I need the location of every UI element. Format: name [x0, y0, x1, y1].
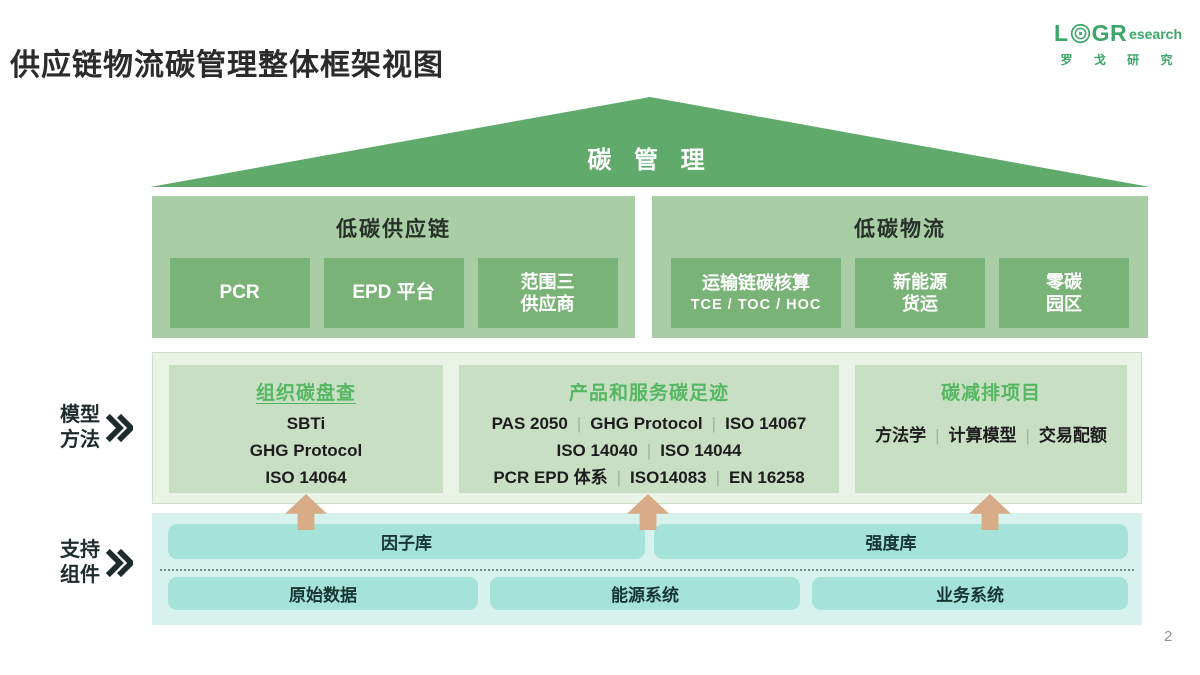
support-components-container: 因子库 强度库 原始数据 能源系统 业务系统 — [152, 513, 1142, 625]
product-service-footprint-title: 产品和服务碳足迹 — [568, 383, 729, 404]
model-methods-text: 模型 方法 — [60, 403, 100, 453]
chip-zero-carbon-line2: 园区 — [1046, 294, 1082, 314]
product-service-footprint-rows: PAS 2050|GHG Protocol|ISO 14067 ISO 1404… — [459, 410, 839, 491]
logo-letters-gr: GR — [1091, 20, 1128, 46]
logistics-items: 运输链碳核算 TCE / TOC / HOC 新能源 货运 零碳 园区 — [652, 258, 1148, 328]
support-components-label: 支持 组件 — [60, 538, 133, 588]
logo: L GR esearch 罗 戈 研 究 — [1054, 20, 1182, 68]
chip-transport-carbon-accounting: 运输链碳核算 TCE / TOC / HOC — [671, 258, 841, 328]
chip-scope3-line1: 范围三 — [520, 271, 575, 292]
chip-epd-label: EPD 平台 — [352, 282, 435, 304]
factor-library-bar: 因子库 — [168, 524, 645, 559]
org-carbon-inventory-title: 组织碳盘查 — [255, 383, 356, 404]
chip-new-energy-line2: 货运 — [902, 294, 938, 314]
standard-row: ISO 14064 — [265, 468, 347, 487]
supply-chain-title: 低碳供应链 — [336, 218, 451, 241]
model-methods-container: 组织碳盘查 SBTi GHG Protocol ISO 14064 产品和服务碳… — [152, 352, 1142, 504]
logo-chinese-name: 罗 戈 研 究 — [1060, 53, 1182, 67]
carbon-reduction-projects-box: 碳减排项目 方法学|计算模型|交易配额 — [855, 365, 1127, 493]
chip-transport-line2: TCE / TOC / HOC — [690, 297, 822, 314]
double-chevron-icon — [105, 548, 133, 578]
chip-pcr: PCR — [169, 258, 310, 328]
org-carbon-inventory-box: 组织碳盘查 SBTi GHG Protocol ISO 14064 — [169, 365, 443, 493]
intensity-library-bar: 强度库 — [654, 524, 1128, 559]
logo-letter-l: L — [1054, 20, 1069, 46]
chip-zero-carbon-line1: 零碳 — [1046, 271, 1082, 292]
standard-row: 方法学|计算模型|交易配额 — [875, 426, 1107, 445]
chip-epd-platform: EPD 平台 — [323, 258, 464, 328]
standard-row: SBTi — [286, 414, 326, 433]
double-chevron-icon — [105, 413, 133, 443]
page-title: 供应链物流碳管理整体框架视图 — [10, 49, 444, 82]
logistics-title: 低碳物流 — [854, 218, 946, 241]
dotted-divider — [160, 569, 1134, 571]
chip-scope3-suppliers: 范围三 供应商 — [477, 258, 618, 328]
logo-wordmark: L GR esearch — [1054, 20, 1182, 47]
chip-new-energy-line1: 新能源 — [893, 271, 947, 292]
carbon-reduction-projects-title: 碳减排项目 — [940, 383, 1041, 404]
support-label-line2: 组件 — [60, 564, 100, 586]
roof-label: 碳 管 理 — [587, 147, 713, 174]
org-carbon-inventory-rows: SBTi GHG Protocol ISO 14064 — [169, 410, 443, 491]
carbon-management-roof: 碳 管 理 — [150, 97, 1150, 187]
chip-pcr-label: PCR — [219, 282, 260, 304]
logo-suffix: esearch — [1129, 25, 1182, 42]
standard-row: PCR EPD 体系|ISO14083|EN 16258 — [493, 468, 805, 487]
standard-row: PAS 2050|GHG Protocol|ISO 14067 — [491, 414, 807, 433]
business-system-bar: 业务系统 — [812, 577, 1128, 610]
standard-row: ISO 14040|ISO 14044 — [556, 441, 742, 460]
raw-data-bar: 原始数据 — [168, 577, 478, 610]
page-number: 2 — [1164, 628, 1173, 645]
chip-new-energy-freight: 新能源 货运 — [855, 258, 985, 328]
support-components-text: 支持 组件 — [60, 538, 100, 588]
standard-row: GHG Protocol — [249, 441, 363, 460]
product-service-footprint-box: 产品和服务碳足迹 PAS 2050|GHG Protocol|ISO 14067… — [459, 365, 839, 493]
carbon-reduction-projects-rows: 方法学|计算模型|交易配额 — [855, 422, 1127, 449]
supply-chain-items: PCR EPD 平台 范围三 供应商 — [152, 258, 635, 328]
energy-system-bar: 能源系统 — [490, 577, 800, 610]
chip-scope3-line2: 供应商 — [520, 294, 575, 314]
logo-target-icon — [1070, 23, 1090, 44]
model-label-line2: 方法 — [60, 429, 100, 451]
model-methods-label: 模型 方法 — [60, 403, 133, 453]
low-carbon-supply-chain-box: 低碳供应链 PCR EPD 平台 范围三 供应商 — [152, 196, 635, 338]
chip-zero-carbon-park: 零碳 园区 — [999, 258, 1129, 328]
low-carbon-logistics-box: 低碳物流 运输链碳核算 TCE / TOC / HOC 新能源 货运 零碳 园区 — [652, 196, 1148, 338]
model-label-line1: 模型 — [60, 404, 100, 426]
support-label-line1: 支持 — [60, 539, 100, 561]
chip-transport-line1: 运输链碳核算 — [702, 272, 810, 293]
